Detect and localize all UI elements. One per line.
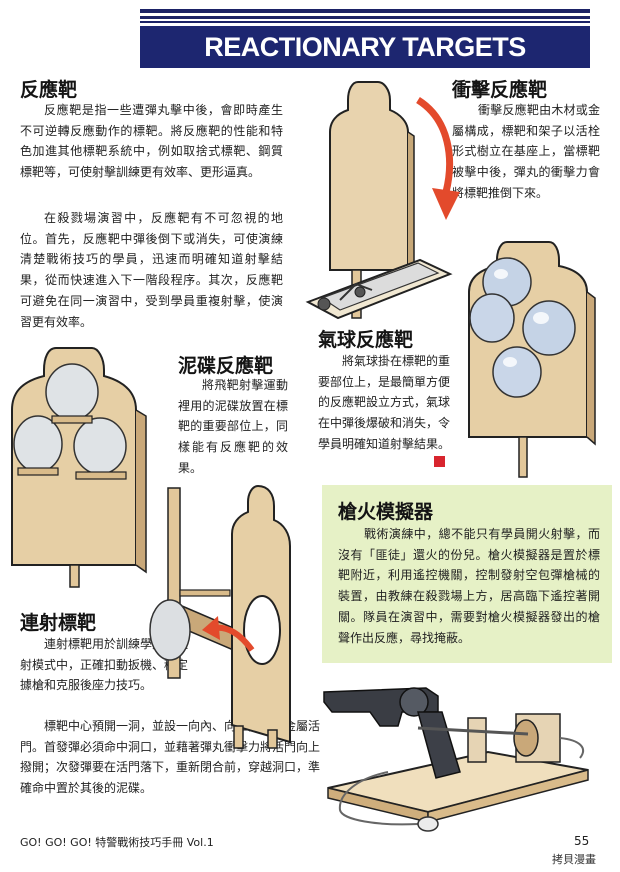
balloon-target-body: 將氣球掛在標靶的重要部位上，是最簡單方便的反應靶設立方式，氣球在中彈後爆破和消失… <box>318 354 451 451</box>
sequential-flap-arrow-icon <box>202 616 255 652</box>
reactive-target-para2: 在殺戮場演習中，反應靶有不可忽視的地位。首先，反應靶中彈後倒下或消失，可使演練清… <box>20 211 283 329</box>
reactive-target-para1: 反應靶是指一些遭彈丸擊中後，會即時產生不可逆轉反應動作的標靶。將反應靶的性能和特… <box>20 103 283 180</box>
clay-target-heading: 泥碟反應靶 <box>178 355 274 377</box>
header-rule-low <box>140 21 590 23</box>
balloon-target-heading: 氣球反應靶 <box>318 329 414 351</box>
footer-watermark: 拷貝漫畫 <box>552 853 596 866</box>
simulator-heading: 槍火模擬器 <box>338 501 434 523</box>
footer-page-number: 55 <box>574 834 590 848</box>
end-mark-icon <box>434 456 445 467</box>
gunfire-simulator-illustration <box>323 687 589 832</box>
simulator-body: 戰術演練中，總不能只有學員開火射擊，而沒有「匪徒」還火的份兒。槍火模擬器是置於標… <box>338 527 600 645</box>
sequential-target-illustration <box>149 484 291 749</box>
header-rule-top <box>140 9 590 13</box>
simulator-panel <box>322 485 612 663</box>
impact-fall-arrow-icon <box>416 97 460 220</box>
clay-target-illustration <box>11 347 147 588</box>
clay-target-body: 將飛靶射擊運動裡用的泥碟放置在標靶的重要部位上，同樣能有反應靶的效果。 <box>178 378 288 475</box>
impact-target-illustration <box>305 81 453 320</box>
sequential-target-heading: 連射標靶 <box>20 612 97 634</box>
header-rule-mid <box>140 16 590 19</box>
page-banner-title: REACTIONARY TARGETS <box>140 26 590 68</box>
impact-target-body: 衝擊反應靶由木材或金屬構成，標靶和架子以活栓形式樹立在基座上，當標靶被擊中後，彈… <box>452 103 600 200</box>
balloon-target-illustration <box>468 241 596 478</box>
impact-target-heading: 衝擊反應靶 <box>452 79 548 101</box>
footer-book-title: GO! GO! GO! 特警戰術技巧手冊 Vol.1 <box>20 836 214 849</box>
reactive-target-heading: 反應靶 <box>20 79 78 101</box>
